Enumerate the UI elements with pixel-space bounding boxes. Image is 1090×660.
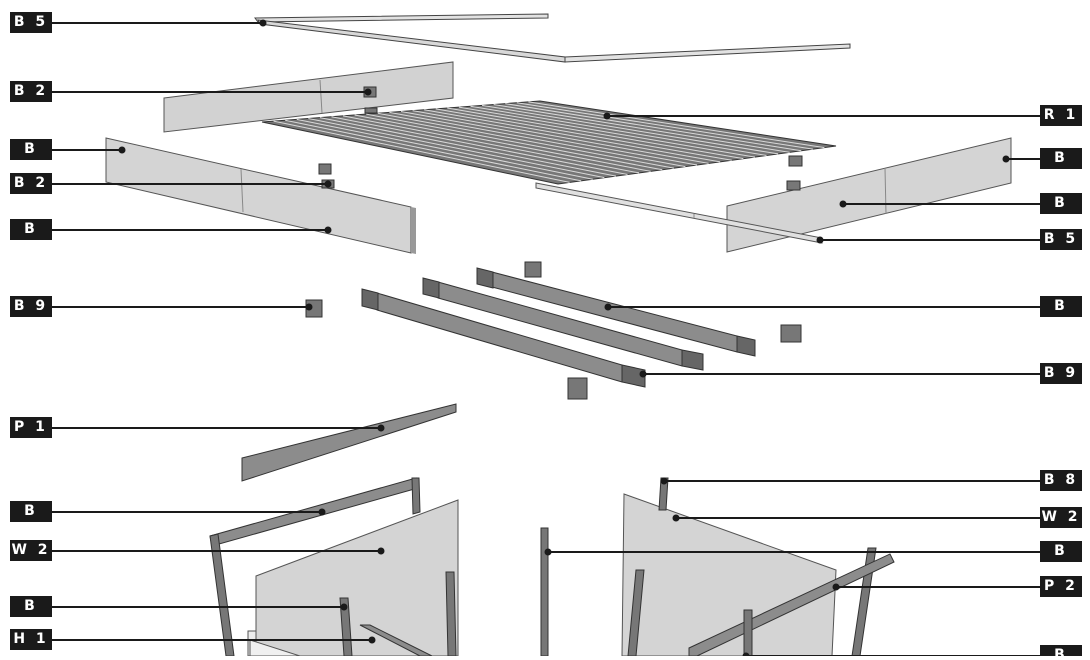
part-b5-top	[254, 13, 851, 63]
leader-dot	[660, 477, 668, 485]
label-b8: B 8	[1040, 470, 1082, 491]
leader-dot	[318, 508, 326, 516]
leader-dot	[305, 303, 313, 311]
leader-dot	[324, 226, 332, 234]
roof-slat-gap	[528, 101, 825, 149]
leader-lines	[52, 19, 1040, 660]
roof-slat-gap	[400, 111, 698, 166]
roof-slat-gap	[470, 105, 767, 156]
label-w2-right: W 2	[1040, 507, 1082, 528]
part-w2-right-wall	[621, 477, 895, 657]
part-b13-beams	[361, 267, 756, 388]
label-b14-left: B 14	[10, 596, 52, 635]
leader-dot	[832, 583, 840, 591]
roof-slat-gap	[285, 119, 582, 182]
label-b5-top: B 5	[10, 12, 52, 33]
part-b12-left-panel	[105, 137, 416, 254]
label-b12-left-upper: B 12	[10, 139, 52, 178]
leader-dot	[603, 112, 611, 120]
label-b10: B 10	[10, 501, 52, 540]
leader-dot	[324, 180, 332, 188]
roof-slat-gap	[319, 117, 617, 177]
roof-slat-gap	[447, 107, 744, 160]
label-b9-right: B 9	[1040, 363, 1082, 384]
part-b12-right-panel	[726, 137, 1012, 253]
roof-slat-gap	[377, 112, 674, 169]
roof-slat-gap	[505, 103, 802, 152]
leader-dot	[639, 370, 647, 378]
label-b13: B 13	[1040, 296, 1082, 335]
leader-dot	[368, 636, 376, 644]
roof-slat-gap	[412, 110, 709, 164]
leader-dot	[672, 514, 680, 522]
part-p1-beam	[241, 403, 457, 482]
label-b5-right: B 5	[1040, 229, 1082, 250]
roof-slat-gap	[366, 113, 663, 171]
part-b9-blocks	[305, 261, 802, 400]
part-b5-right	[535, 182, 823, 244]
part-b14-center-post	[540, 527, 549, 657]
part-w2-left-wall	[209, 477, 459, 657]
part-r1-roof	[261, 100, 837, 185]
roof-slat-gap	[342, 115, 640, 174]
leader-dot	[118, 146, 126, 154]
leader-dot	[364, 88, 372, 96]
roof-slat-gap	[482, 104, 779, 155]
label-b2-back: B 2	[10, 81, 52, 102]
label-b12-right-lower: B 12	[1040, 193, 1082, 232]
label-w2-left: W 2	[10, 540, 52, 561]
roof-slat-gap	[354, 114, 651, 172]
roof-slat-gap	[493, 104, 790, 153]
leader-dot	[544, 548, 552, 556]
roof-slat-gap	[389, 111, 686, 168]
roof-slat-gap	[308, 118, 605, 179]
label-b14-right: B 14	[1040, 541, 1082, 580]
roof-slat-gap	[331, 116, 628, 175]
label-p2: P 2	[1040, 576, 1082, 597]
label-h1: H 1	[10, 629, 52, 650]
roof-slat-gap	[296, 118, 593, 180]
label-b12-right-upper: B 12	[1040, 148, 1082, 187]
roof-slat-gap	[516, 102, 813, 150]
leader-dot	[1002, 155, 1010, 163]
leader-dot	[259, 19, 267, 27]
label-b2-side: B 2	[10, 173, 52, 194]
label-r1: R 1	[1040, 105, 1082, 126]
roof-slat-gap	[273, 120, 570, 183]
leader-dot	[340, 603, 348, 611]
roof-slat-gap	[435, 108, 732, 161]
label-p1: P 1	[10, 417, 52, 438]
roof-slat-gap	[458, 106, 755, 158]
label-b9-left: B 9	[10, 296, 52, 317]
leader-dot	[377, 547, 385, 555]
label-b14-bottom-right: B 14	[1040, 645, 1082, 656]
leader-dot	[816, 236, 824, 244]
leader-dot	[377, 424, 385, 432]
label-b12-left-lower: B 12	[10, 219, 52, 258]
leader-dot	[839, 200, 847, 208]
leader-dot	[604, 303, 612, 311]
roof-slat-gap	[424, 109, 721, 163]
